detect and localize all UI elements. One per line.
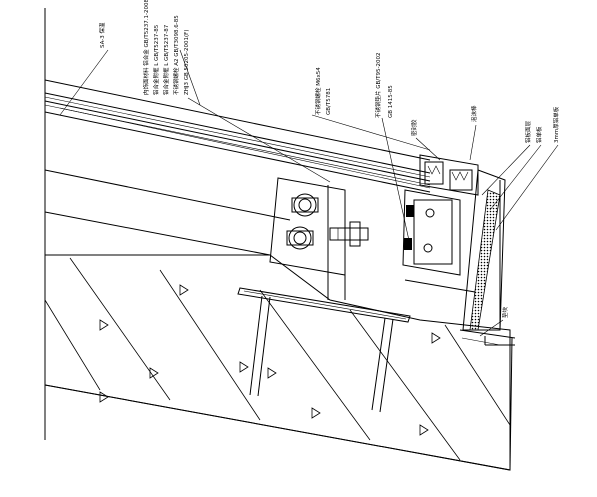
bolt-head-upper — [291, 193, 319, 217]
top-cap-profile — [419, 154, 479, 196]
label-a13: 铝板面层 — [524, 120, 532, 143]
embedded-plate — [237, 287, 411, 323]
label-a10: GB 1415-85 — [388, 85, 394, 118]
label-a2: 内饰面材料 铝合金 GB/T5237.1-2008 — [142, 0, 150, 95]
bolt-head-lower — [286, 226, 314, 250]
label-a15: 3mm厚铝单板 — [552, 106, 560, 143]
concrete-wall — [44, 254, 511, 471]
aluminum-frame-rails — [44, 79, 431, 193]
label-a14: 铝单板 — [535, 126, 543, 143]
ground-step — [459, 329, 516, 471]
label-a11: 密封胶 — [410, 119, 418, 136]
label-a6: ZHJ3 GB 50205-2001(F) — [184, 30, 190, 96]
label-a7: 不锈钢螺栓 M6x54 — [314, 67, 322, 115]
label-a12: 泡沫棒 — [470, 105, 478, 122]
label-a1: SA-3 保温 — [98, 22, 106, 48]
label-a3: 铝合金附框 L GB/T5237-85 — [152, 24, 160, 95]
label-a9: 不锈钢垫片 GB/T95-2002 — [374, 53, 382, 118]
label-a4: 铝合金附框 L GB/T5237-87 — [162, 24, 170, 95]
label-a16: 垫块 — [501, 306, 509, 318]
label-a8: GB/T5781 — [326, 88, 332, 115]
label-a5: 不锈钢螺栓 A2 GB/T3098.6-85 — [172, 15, 180, 95]
steel-bracket — [269, 177, 346, 300]
clip-assembly — [402, 189, 476, 293]
through-bolt — [329, 221, 369, 247]
wall-line — [44, 211, 271, 256]
cladding-panel — [462, 169, 506, 331]
leader-lines — [59, 49, 559, 337]
panel-edge — [44, 169, 291, 221]
anchor-bolts — [249, 295, 394, 413]
annotation-labels: SA-3 保温 内饰面材料 铝合金 GB/T5237.1-2008 铝合金附框 … — [98, 0, 560, 318]
